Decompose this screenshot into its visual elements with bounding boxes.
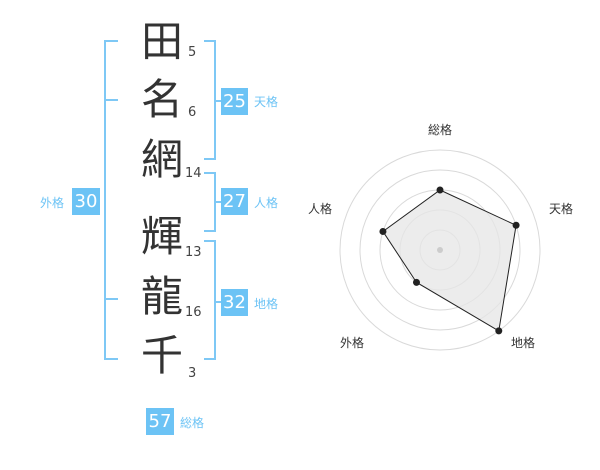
gaikaku-bracket-tick	[104, 298, 118, 300]
radar-axis-label-gaikaku: 外格	[340, 336, 365, 350]
soukaku-value-badge: 57	[146, 408, 174, 435]
radar-axis-label-tenkaku: 天格	[549, 202, 574, 216]
radar-point-5	[379, 227, 387, 235]
jinkaku-label: 人格	[254, 196, 279, 210]
stroke-count-2: 6	[188, 105, 197, 120]
name-char-6: 千	[140, 331, 183, 380]
name-char-1: 田	[140, 17, 183, 66]
stroke-count-5: 16	[185, 305, 202, 320]
tenkaku-bracket-tick	[204, 158, 216, 160]
chikaku-bracket-tick	[204, 240, 216, 242]
name-char-2: 名	[140, 75, 183, 124]
gaikaku-bracket-tick	[104, 40, 118, 42]
stroke-count-3: 14	[185, 166, 202, 181]
radar-point-3	[495, 327, 503, 335]
gaikaku-value-badge: 30	[72, 188, 100, 215]
radar-point-2	[512, 221, 520, 229]
tenkaku-value-badge: 25	[221, 88, 248, 115]
jinkaku-value-badge: 27	[221, 188, 248, 215]
radar-point-4	[412, 278, 420, 286]
gaikaku-bracket-tick	[104, 99, 118, 101]
gaikaku-label: 外格	[40, 196, 65, 210]
radar-axis-label-jinkaku: 人格	[308, 202, 333, 216]
stroke-count-1: 5	[188, 45, 197, 60]
radar-score-polygon	[382, 189, 517, 332]
tenkaku-bracket-connector	[214, 100, 222, 102]
gaikaku-bracket-tick	[104, 358, 118, 360]
jinkaku-bracket-tick	[204, 230, 216, 232]
radar-axis-label-soukaku: 総格	[428, 123, 453, 137]
gaikaku-bracket-line	[104, 40, 106, 360]
stroke-count-6: 3	[188, 366, 197, 381]
chikaku-bracket-connector	[214, 301, 222, 303]
tenkaku-bracket-tick	[204, 40, 216, 42]
stroke-count-4: 13	[185, 245, 202, 260]
tenkaku-label: 天格	[254, 95, 279, 109]
radar-ring	[359, 169, 521, 331]
chikaku-bracket-tick	[204, 358, 216, 360]
name-char-5: 龍	[140, 272, 183, 321]
name-char-4: 輝	[140, 212, 183, 261]
name-char-3: 網	[140, 135, 183, 184]
chikaku-value-badge: 32	[221, 289, 248, 316]
jinkaku-bracket-tick	[204, 172, 216, 174]
soukaku-label: 総格	[180, 416, 205, 430]
radar-point-1	[436, 186, 444, 194]
radar-ring	[339, 149, 541, 351]
jinkaku-bracket-connector	[214, 201, 222, 203]
radar-axis-label-chikaku: 地格	[511, 336, 536, 350]
radar-center-dot	[437, 247, 443, 253]
chikaku-label: 地格	[254, 297, 279, 311]
chikaku-bracket-line	[214, 240, 216, 360]
